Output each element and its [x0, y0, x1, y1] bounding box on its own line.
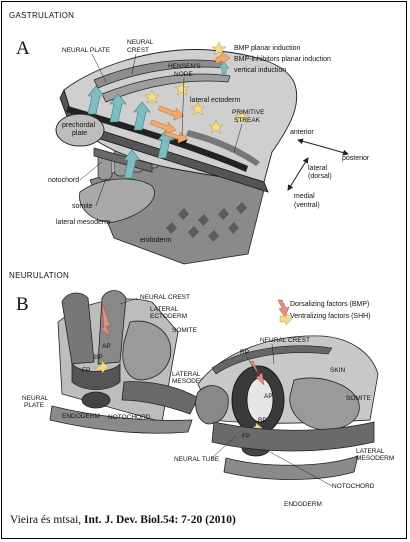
- right-label-neural-crest: NEURAL CREST: [260, 337, 310, 344]
- right-label-bp: BP: [258, 417, 267, 424]
- label-neural-crest-2: CREST: [127, 47, 149, 54]
- label-somite: somite: [72, 203, 93, 210]
- neurulation-legend: Dorsalizing factors (BMP) Ventralizing f…: [277, 299, 371, 326]
- prechordal-plate-shape: [55, 113, 105, 147]
- lateral-mesoderm-shape: [79, 178, 155, 223]
- left-label-bp: BP: [94, 354, 103, 361]
- axial-stripe: [66, 106, 248, 172]
- right-label-endoderm: ENDODERM: [284, 501, 322, 508]
- gastrulation-labels: NEURAL PLATE NEURAL CREST HENSEN'S NODE …: [48, 39, 265, 244]
- label-neural-plate: NEURAL PLATE: [62, 47, 111, 54]
- right-label-somite: SOMITE: [346, 395, 372, 402]
- left-notochord: [81, 391, 111, 409]
- neurulation-title: NEURULATION: [9, 271, 69, 280]
- label-hensens-node-2: NODE: [174, 71, 193, 78]
- primitive-streak-groove: [186, 130, 260, 166]
- axis-posterior: posterior: [342, 155, 370, 162]
- caption-journal: Int. J. Dev. Biol.54: 7-20 (2010): [84, 514, 236, 526]
- neural-crest-ridge: [101, 73, 231, 103]
- label-hensens-node-1: HENSEN'S: [168, 63, 201, 70]
- label-endoderm: endoderm: [140, 237, 172, 244]
- legend-bmp-inhibitors: BMP-inhibitors planar induction: [234, 56, 331, 63]
- legend-ventralizing: Ventralizing factors (SHH): [290, 313, 371, 320]
- right-label-notochord: NOTOCHORD: [332, 483, 375, 490]
- left-label-lateral-ectoderm-1: LATERAL: [150, 306, 179, 313]
- left-neural-plate-floor: [71, 363, 121, 390]
- right-neural-tube-lumen: [246, 377, 274, 423]
- left-lateral-mesoderm-sheet: [121, 381, 199, 415]
- axis-lateral-2: (dorsal): [308, 173, 332, 180]
- left-endoderm-sheet: [49, 405, 193, 434]
- legend-ventralizing-arrow-icon: [279, 312, 293, 326]
- legend-bmp-planar: BMP planar induction: [234, 45, 301, 52]
- left-label-lateral-mesoderm-1: LATERAL: [172, 371, 201, 378]
- left-neural-fold-left: [61, 292, 95, 365]
- orientation-axes: anterior posterior lateral (dorsal) medi…: [287, 129, 370, 209]
- axis-lateral-1: lateral: [308, 165, 328, 172]
- left-label-ap: AP: [102, 343, 111, 350]
- label-lateral-mesoderm: lateral mesoderm: [56, 219, 110, 226]
- neurulation-right-labels: NEURAL CREST RP SKIN SOMITE AP BP FP NEU…: [174, 337, 394, 508]
- label-primitive-streak-2: STREAK: [234, 117, 261, 124]
- legend-bmp-star-icon: [211, 41, 227, 56]
- left-ventralizing-arrow: [93, 360, 109, 374]
- right-somite-left: [195, 385, 229, 425]
- right-label-skin: SKIN: [330, 367, 345, 374]
- label-neural-crest-1: NEURAL: [127, 39, 154, 46]
- neurulation-right-embryo: [195, 335, 379, 480]
- right-label-rp: RP: [240, 349, 249, 356]
- left-somite-block: [122, 320, 172, 381]
- right-dorsalizing-arrow: [249, 360, 265, 386]
- legend-dorsalizing-arrow-icon: [277, 299, 290, 318]
- left-dorsalizing-arrow: [99, 301, 111, 337]
- left-label-somite: SOMITE: [172, 327, 198, 334]
- left-label-neural-crest: NEURAL CREST: [140, 294, 190, 301]
- left-label-neural-plate-1: NEURAL: [22, 395, 49, 402]
- caption-authors: Vieira és mtsai,: [10, 514, 85, 526]
- vertical-induction-arrows: [87, 85, 175, 179]
- neurulation-left-labels: NEURAL CREST LATERAL ECTODERM SOMITE LAT…: [22, 294, 210, 421]
- bmp-planar-stars: [144, 81, 250, 134]
- gastrulation-embryo: [55, 49, 298, 265]
- left-label-endoderm: ENDODERM: [62, 413, 100, 420]
- axis-medial-2: (ventral): [294, 202, 320, 209]
- legend-vertical-arrow-icon: [218, 61, 230, 75]
- left-label-fp: FP: [82, 367, 90, 374]
- right-label-fp: FP: [242, 433, 250, 440]
- right-lateral-mesoderm-sheet: [211, 421, 375, 452]
- right-somite-block: [289, 377, 360, 431]
- gastrulation-title: GASTRULATION: [9, 11, 74, 20]
- legend-inhibitor-arrow-icon: [215, 51, 231, 65]
- right-label-lateral-mesoderm-2: MESODERM: [356, 455, 394, 462]
- panel-b-letter: B: [16, 294, 29, 315]
- panel-a-letter: A: [16, 38, 30, 59]
- right-label-ap: AP: [264, 393, 273, 400]
- label-prechordal-2: plate: [72, 130, 87, 137]
- axis-anterior: anterior: [290, 129, 314, 136]
- right-label-lateral-mesoderm-1: LATERAL: [356, 448, 385, 455]
- left-label-lateral-ectoderm-2: ECTODERM: [150, 313, 187, 320]
- label-primitive-streak-1: PRIMITIVE: [232, 109, 265, 116]
- label-notochord: notochord: [48, 177, 79, 184]
- label-lateral-ectoderm: lateral ectoderm: [190, 97, 240, 104]
- right-skin-edge: [211, 345, 333, 375]
- axis-medial-1: medial: [294, 193, 315, 200]
- gastrulation-legend: BMP planar induction BMP-inhibitors plan…: [211, 41, 331, 75]
- left-label-lateral-mesoderm-2: MESODERM: [172, 378, 210, 385]
- left-label-neural-plate-2: PLATE: [24, 402, 45, 409]
- figure-caption: Vieira és mtsai, Int. J. Dev. Biol.54: 7…: [10, 514, 236, 526]
- right-endoderm-sheet: [223, 455, 359, 480]
- right-label-neural-tube: NEURAL TUBE: [174, 456, 220, 463]
- left-label-notochord: NOTOCHORD: [108, 414, 151, 421]
- endoderm-diamonds: [166, 202, 247, 242]
- label-prechordal-1: prechordal: [62, 122, 96, 129]
- left-neural-fold-right: [97, 290, 127, 365]
- legend-vertical: vertical induction: [234, 67, 286, 74]
- neurulation-left-embryo: [49, 290, 199, 434]
- legend-dorsalizing: Dorsalizing factors (BMP): [290, 301, 369, 308]
- figure-diagram: GASTRULATION A: [9, 11, 394, 508]
